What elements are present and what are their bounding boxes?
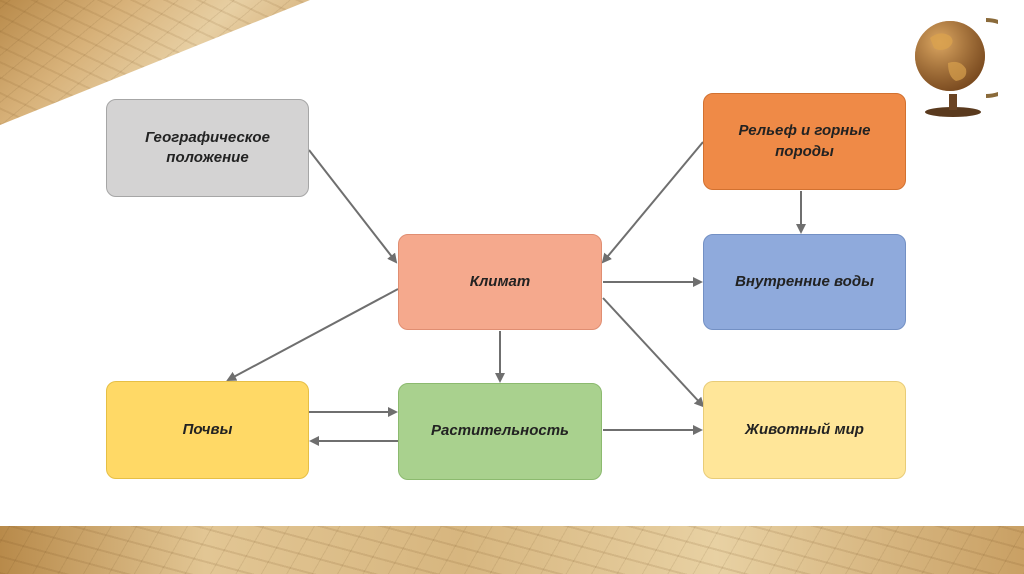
node-label: Животный мир (745, 420, 864, 438)
node-relief: Рельеф и горные породы (703, 93, 906, 190)
arrow-climate-to-fauna (602, 297, 705, 408)
node-climate: Климат (398, 234, 602, 330)
node-label: Климат (469, 272, 531, 290)
arrow-relief-to-climate (601, 141, 704, 264)
node-fauna: Животный мир (703, 381, 906, 479)
node-inland-waters: Внутренние воды (703, 234, 906, 330)
node-label: Географическое положение (145, 128, 270, 166)
node-geographic-position: Географическое положение (106, 99, 309, 197)
globe-icon (915, 18, 998, 117)
node-soils: Почвы (106, 381, 309, 479)
bottom-decoration-band (0, 526, 1024, 574)
arrow-climate-to-soil (226, 288, 399, 381)
arrow-geo-to-climate (308, 149, 398, 264)
node-label: Внутренние воды (735, 272, 874, 290)
node-label: Растительность (431, 422, 569, 440)
node-label: Рельеф и горные породы (738, 122, 871, 160)
node-label: Почвы (182, 420, 233, 438)
node-vegetation: Растительность (398, 383, 602, 480)
